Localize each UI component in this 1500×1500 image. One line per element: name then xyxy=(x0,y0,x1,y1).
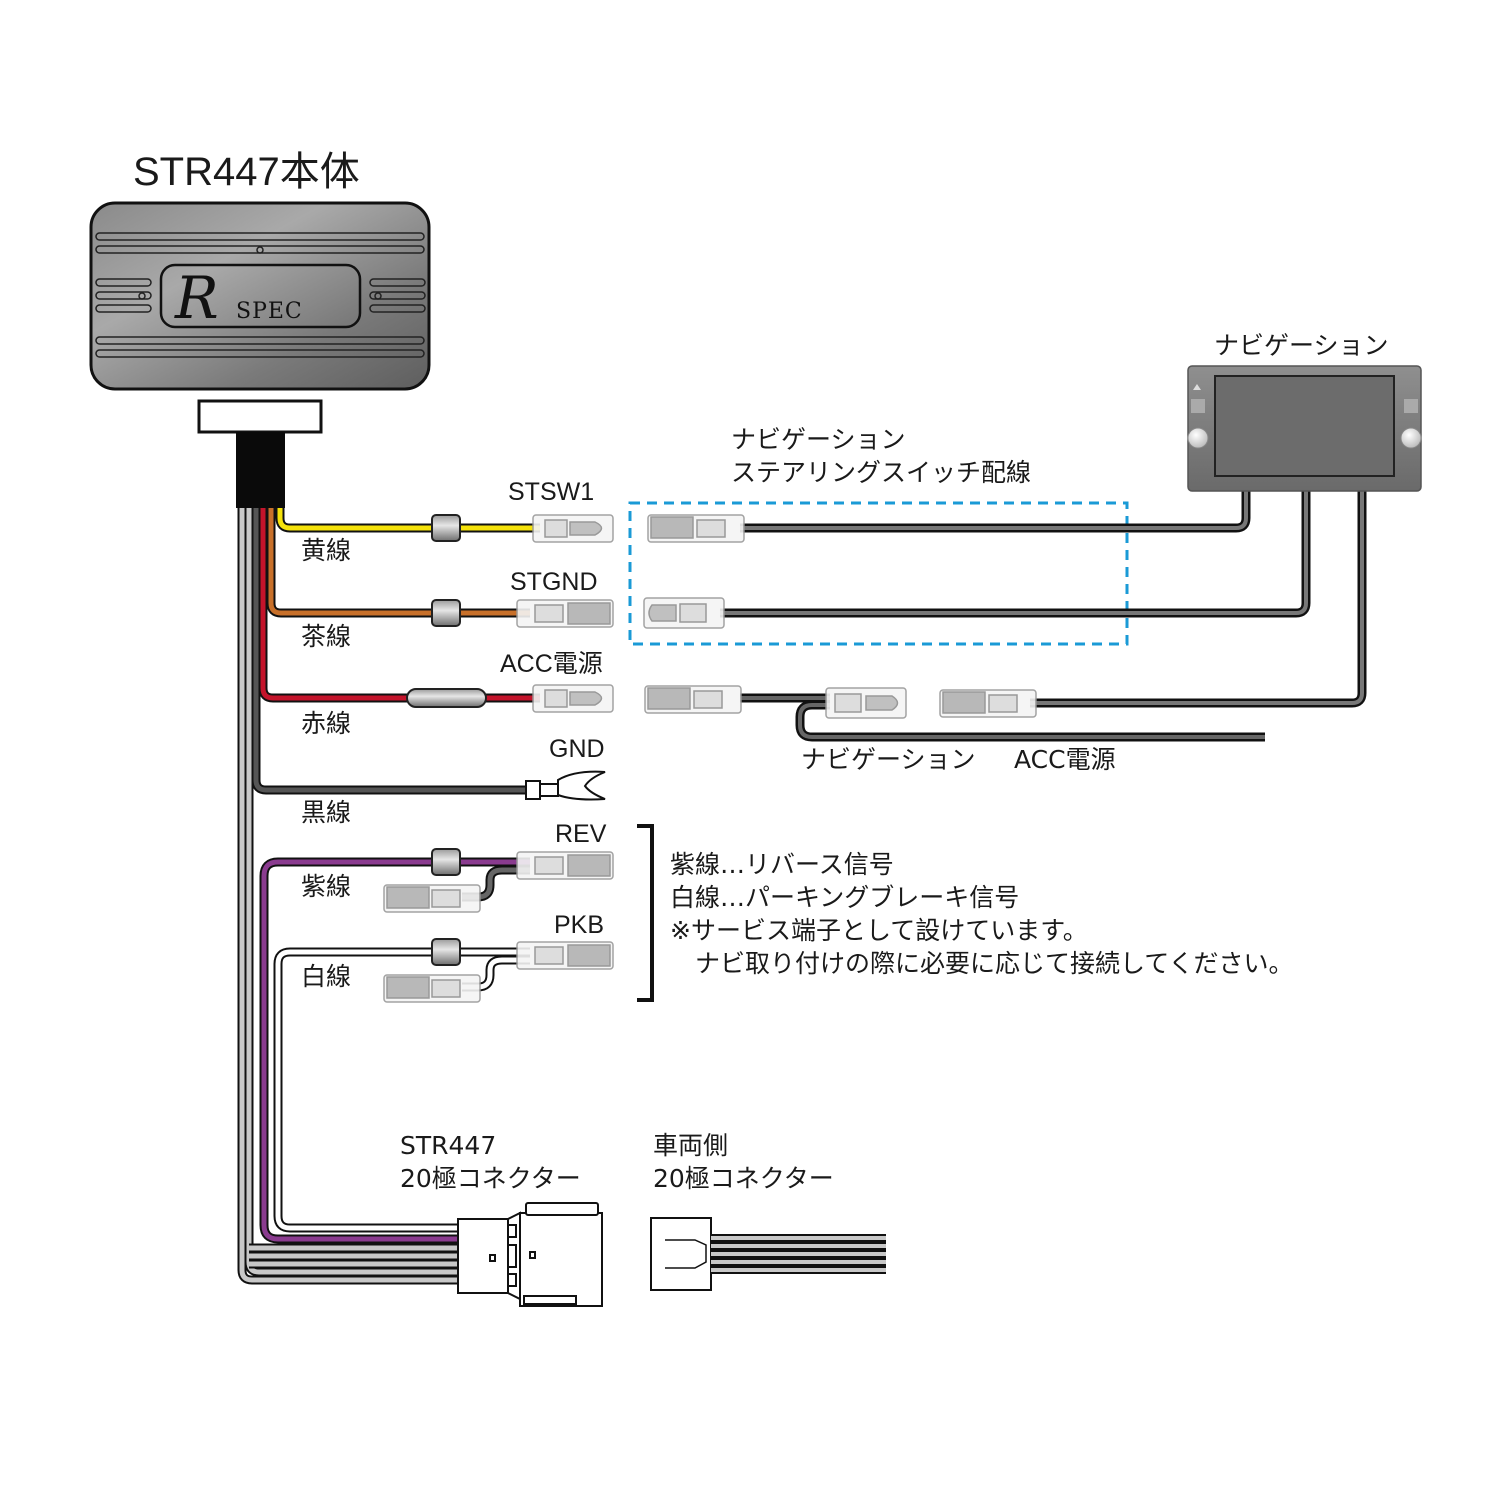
wire-label-red: 赤線 xyxy=(301,709,352,738)
unit-harness-sleeve xyxy=(236,432,285,508)
nav-button-right xyxy=(1404,399,1418,413)
nav-terminals xyxy=(643,514,745,629)
nav-button-left xyxy=(1191,399,1205,413)
str447-connector-label-2: 20極コネクター xyxy=(400,1164,581,1193)
str447-unit: R SPEC xyxy=(89,201,431,508)
acc-terminal-female-1 xyxy=(644,685,742,714)
logo-plate xyxy=(159,263,362,329)
terminal-stgnd xyxy=(516,599,614,628)
ferrite-core-yellow xyxy=(431,514,461,542)
note-line-1: 紫線…リバース信号 xyxy=(670,850,894,879)
inline-fuse-red xyxy=(406,688,487,708)
note-line-4: ナビ取り付けの際に必要に応じて接続してください。 xyxy=(670,949,1294,978)
eject-icon xyxy=(1193,384,1201,390)
navigation-label: ナビゲーション xyxy=(1214,331,1389,360)
nav-acc-label-right: ACC電源 xyxy=(1014,745,1116,774)
nav-steering-wires xyxy=(720,488,1367,708)
logo-spec: SPEC xyxy=(236,299,303,324)
steering-harness-label-1: ナビゲーション xyxy=(731,425,906,454)
pin-label-acc: ACC電源 xyxy=(500,650,603,678)
navigation-unit xyxy=(1187,365,1422,492)
terminal-rev xyxy=(516,851,614,880)
wire-purple xyxy=(259,857,530,1244)
wire-label-purple: 紫線 xyxy=(301,872,352,901)
branch-wires xyxy=(462,865,530,992)
note-line-3: ※サービス端子として設けています。 xyxy=(670,916,1088,945)
pin-label-stsw1: STSW1 xyxy=(508,478,595,506)
gnd-fork-terminal xyxy=(525,770,606,801)
nav-knob-left xyxy=(1187,427,1209,449)
pin-label-stgnd: STGND xyxy=(510,568,598,596)
unit-connector-plate xyxy=(197,399,323,434)
pin-label-gnd: GND xyxy=(549,735,605,763)
wire-label-brown: 茶線 xyxy=(301,622,352,651)
nav-acc-label-left: ナビゲーション xyxy=(801,745,976,774)
wire-white xyxy=(273,947,530,1233)
wire-label-black: 黒線 xyxy=(301,798,352,827)
terminal-pkb xyxy=(516,941,614,970)
wire-red xyxy=(258,508,540,703)
nav-acc-wires xyxy=(740,693,1265,742)
nav-acc-terminals xyxy=(644,685,1037,719)
note-line-2: 白線…パーキングブレーキ信号 xyxy=(670,883,1020,912)
wire-label-yellow: 黄線 xyxy=(301,536,352,565)
terminals-left xyxy=(383,514,614,1003)
unit-title: STR447本体 xyxy=(133,150,360,194)
nav-terminal-stgnd xyxy=(643,597,725,629)
ferrite-core-white xyxy=(431,938,461,966)
unit-vent-slots xyxy=(95,232,426,358)
notes-bracket xyxy=(637,824,654,1002)
acc-terminal-male-nav xyxy=(825,687,907,719)
acc-terminal-female-2 xyxy=(939,689,1037,718)
logo-r: R xyxy=(174,264,219,332)
pin-label-rev: REV xyxy=(555,820,607,848)
terminal-rev-branch xyxy=(383,884,481,913)
nav-knob-right xyxy=(1400,427,1422,449)
str447-connector-label-1: STR447 xyxy=(400,1131,497,1160)
steering-harness-label-2: ステアリングスイッチ配線 xyxy=(731,458,1032,487)
vehicle-20p-connector xyxy=(650,1217,886,1291)
wire-brown xyxy=(266,508,530,618)
terminal-acc xyxy=(532,684,614,713)
ferrite-cores xyxy=(406,514,487,966)
str447-20p-connector xyxy=(457,1202,603,1307)
terminal-stsw1 xyxy=(532,514,614,543)
wire-yellow xyxy=(275,508,540,533)
terminal-pkb-branch xyxy=(383,974,481,1003)
nav-terminal-stsw1 xyxy=(647,514,745,543)
nav-screen xyxy=(1214,375,1395,477)
main-harness-bundle xyxy=(237,508,458,1285)
wire-label-white: 白線 xyxy=(301,962,352,991)
pin-label-pkb: PKB xyxy=(554,911,605,939)
ferrite-core-brown xyxy=(431,599,461,627)
steering-harness-highlight xyxy=(628,501,1129,646)
ferrite-core-purple xyxy=(431,848,461,876)
wire-black xyxy=(251,508,530,795)
vehicle-connector-label-2: 20極コネクター xyxy=(653,1164,834,1193)
vehicle-connector-label-1: 車両側 xyxy=(653,1131,729,1160)
